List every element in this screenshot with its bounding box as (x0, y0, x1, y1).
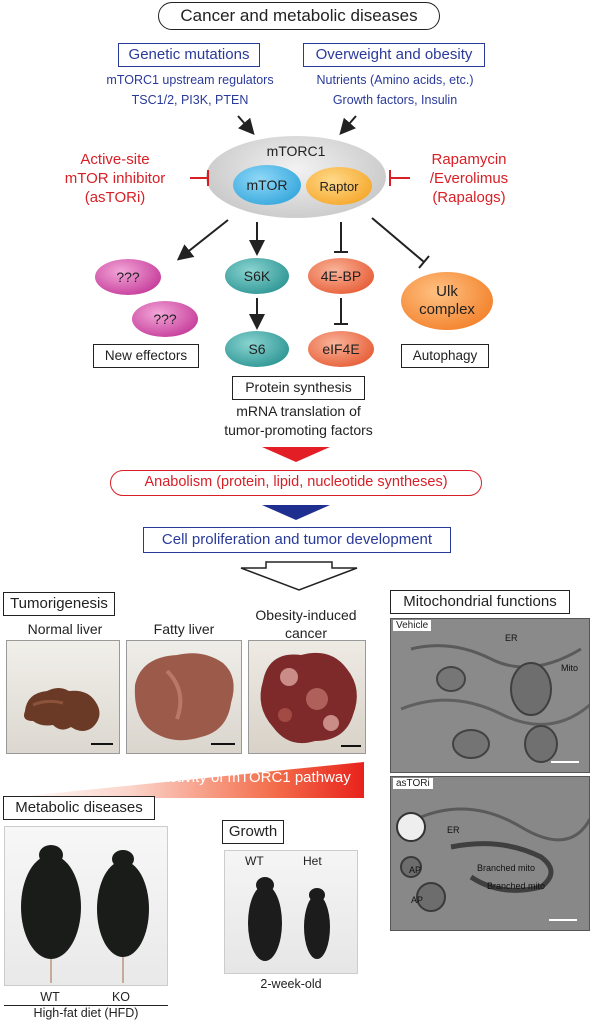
tumorigenesis-heading: Tumorigenesis (3, 592, 115, 616)
unknown-effector-1: ??? (95, 259, 161, 295)
tsc-pi3k-pten-text: TSC1/2, PI3K, PTEN (131, 93, 249, 107)
ulk-line1: Ulk (436, 283, 458, 300)
er-label-astori: ER (447, 825, 460, 835)
page-title: Cancer and metabolic diseases (158, 2, 440, 30)
hollow-down-arrow (240, 561, 358, 591)
blue-down-arrow (262, 505, 330, 520)
metabolic-heading: Metabolic diseases (3, 796, 155, 820)
astori-line1: Active-site (80, 151, 150, 168)
normal-liver-image (24, 688, 100, 731)
growth-factors-text: Growth factors, Insulin (332, 93, 458, 107)
ulk-line2: complex (419, 301, 475, 318)
eif4e-node: eIF4E (308, 331, 374, 367)
mrna-translation-line1: mRNA translation of (236, 403, 361, 419)
mito-label-vehicle: Mito (561, 663, 579, 673)
vehicle-label: Vehicle (393, 620, 432, 631)
nutrients-text: Nutrients (Amino acids, etc.) (316, 73, 474, 87)
arrow-genetic-to-mtorc1 (237, 115, 255, 136)
growth-heading: Growth (222, 820, 284, 844)
scale-bar (551, 761, 579, 763)
ap-label-1: AP (409, 865, 422, 875)
ko-label-hfd: KO (111, 990, 131, 1004)
activity-label: Activity of mTORC1 pathway (159, 769, 351, 786)
s6-node: S6 (225, 331, 289, 367)
inhibit-ulk-bar (418, 255, 430, 269)
scale-bar (91, 743, 113, 745)
rapamycin-line1: Rapamycin (431, 151, 507, 168)
raptor-node: Raptor (306, 167, 372, 205)
wt-label-hfd: WT (40, 990, 60, 1004)
obesity-cancer-line2: cancer (284, 625, 328, 641)
astori-line2: mTOR inhibitor (64, 170, 166, 187)
arrow-to-unknown (176, 219, 229, 261)
growth-mice-photo: WT Het (224, 850, 358, 974)
scale-bar (549, 919, 577, 921)
unknown-effector-2: ??? (132, 301, 198, 337)
arrow-obesity-to-mtorc1 (339, 115, 357, 136)
inhibit-ulk (371, 217, 425, 263)
genetic-mutations-box: Genetic mutations (118, 43, 260, 67)
upstream-regulators-text: mTORC1 upstream regulators (106, 73, 274, 87)
mtor-node: mTOR (233, 165, 301, 205)
new-effectors-box: New effectors (93, 344, 199, 368)
mtorc1-label: mTORC1 (266, 143, 326, 159)
cancer-liver-image (260, 652, 357, 744)
hfd-mice-image (21, 845, 149, 983)
astori-label: asTORi (393, 778, 433, 789)
rapamycin-line3: (Rapalogs) (432, 189, 506, 206)
het-label-growth: Het (303, 854, 322, 868)
ap-label-2: AP (411, 895, 424, 905)
protein-synthesis-box: Protein synthesis (232, 376, 365, 400)
autophagy-box: Autophagy (401, 344, 489, 368)
hfd-mice-photo (4, 826, 168, 986)
mito-functions-heading: Mitochondrial functions (390, 590, 570, 614)
fatty-liver-photo (126, 640, 242, 754)
fatty-liver-label: Fatty liver (153, 621, 215, 637)
scale-bar (211, 743, 235, 745)
4ebp-node: 4E-BP (308, 258, 374, 294)
fatty-liver-image (134, 653, 234, 741)
vehicle-em-texture (391, 619, 589, 772)
astori-line3: (asTORi) (84, 189, 146, 206)
growth-mice-image (248, 877, 330, 961)
wt-label-growth: WT (245, 854, 264, 868)
branched-mito-label-2: Branched mito (487, 881, 546, 891)
mrna-translation-line2: tumor-promoting factors (224, 422, 373, 438)
hfd-bracket-line (4, 1005, 168, 1006)
obesity-cancer-line1: Obesity-induced (255, 607, 357, 623)
branched-mito-label-1: Branched mito (477, 863, 536, 873)
red-down-arrow (262, 447, 330, 462)
normal-liver-photo (6, 640, 120, 754)
overweight-obesity-box: Overweight and obesity (303, 43, 485, 67)
cancer-liver-photo (248, 640, 366, 754)
anabolism-box: Anabolism (protein, lipid, nucleotide sy… (110, 470, 482, 496)
two-week-old-label: 2-week-old (260, 977, 322, 991)
rapamycin-line2: /Everolimus (429, 170, 509, 187)
hfd-label: High-fat diet (HFD) (33, 1006, 139, 1020)
ulk-complex-node: Ulk complex (401, 272, 493, 330)
proliferation-box: Cell proliferation and tumor development (143, 527, 451, 553)
er-label-vehicle: ER (505, 633, 518, 643)
scale-bar (341, 745, 361, 747)
normal-liver-label: Normal liver (27, 621, 103, 637)
s6k-node: S6K (225, 258, 289, 294)
vehicle-em-image: Vehicle ER Mito (390, 618, 590, 773)
astori-em-texture (391, 777, 589, 930)
astori-em-image: asTORi ER Branched mito Branched mito AP… (390, 776, 590, 931)
